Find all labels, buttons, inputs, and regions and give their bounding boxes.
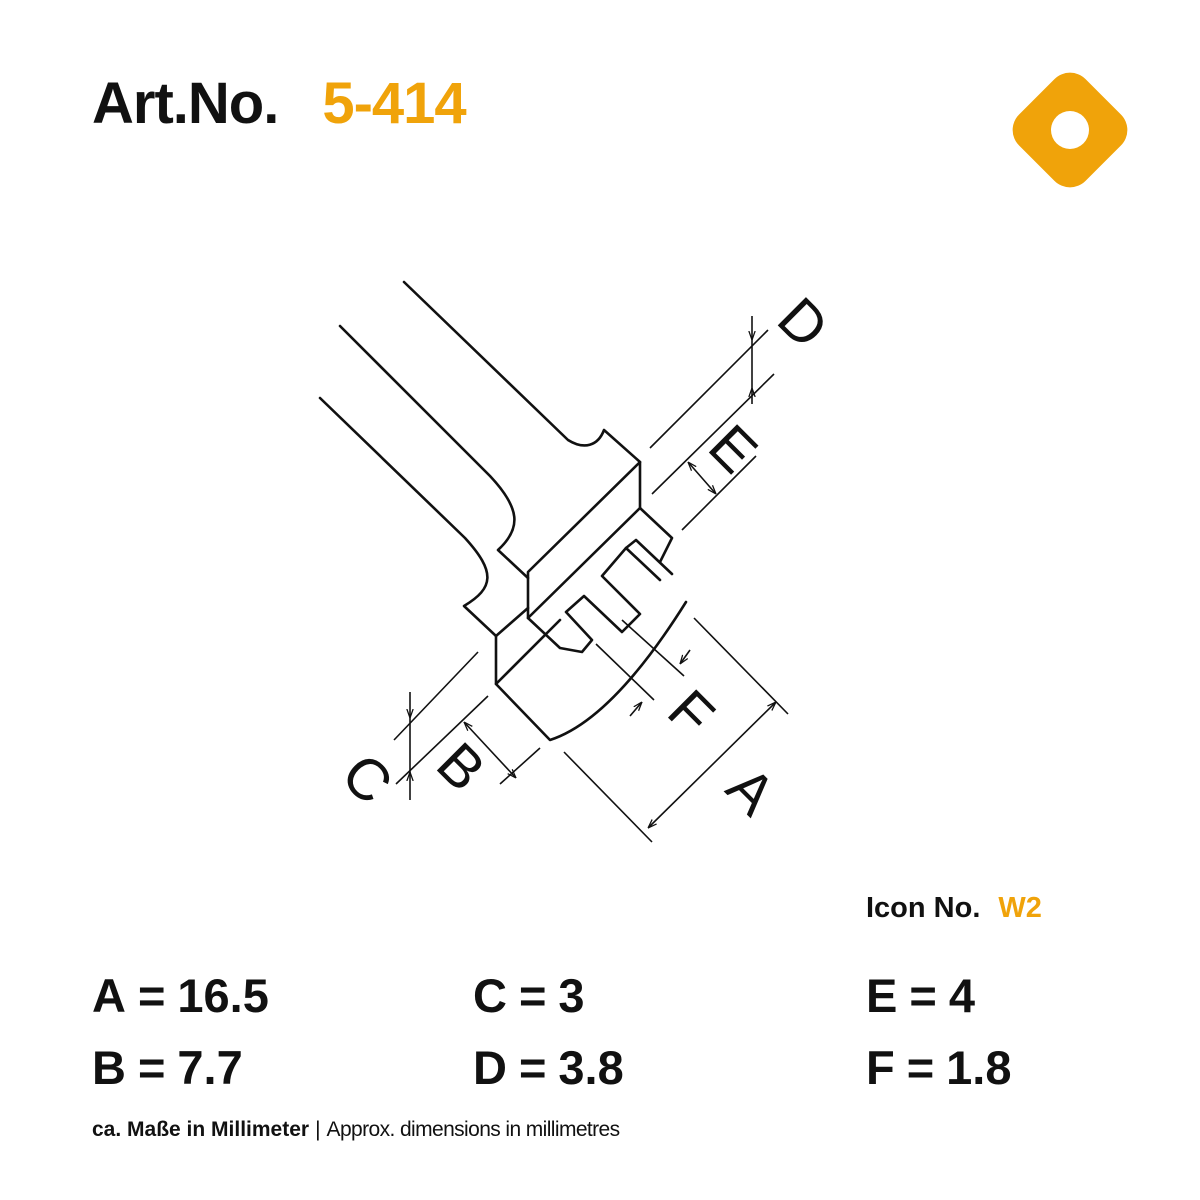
article-number-heading: Art.No. 5-414 <box>92 70 467 137</box>
dimension-table: A=16.5 B=7.7 C=3 D=3.8 E=4 F=1.8 <box>92 968 1092 1108</box>
label-b: B <box>424 730 497 803</box>
units-note-de: ca. Maße in Millimeter <box>92 1118 310 1141</box>
dimension-labels: D E C B F A <box>329 285 841 828</box>
label-c: C <box>329 741 405 817</box>
label-e: E <box>696 412 769 485</box>
dimension-c: C=3 <box>473 969 585 1022</box>
icon-number: Icon No. W2 <box>866 892 1042 925</box>
label-d: D <box>765 285 841 361</box>
icon-no-label: Icon No. <box>866 892 981 924</box>
icon-no-value: W2 <box>998 892 1042 924</box>
dimension-e: E=4 <box>866 969 975 1022</box>
label-a: A <box>714 754 788 828</box>
units-note: ca. Maße in Millimeter|Approx. dimension… <box>92 1118 620 1142</box>
dimension-b: B=7.7 <box>92 1041 243 1094</box>
label-f: F <box>655 678 726 749</box>
dimension-f: F=1.8 <box>866 1041 1012 1094</box>
dimension-lines <box>393 316 789 843</box>
dimension-d: D=3.8 <box>473 1041 624 1094</box>
dimension-a: A=16.5 <box>92 969 269 1022</box>
part-outline <box>318 280 688 742</box>
units-note-separator: | <box>315 1118 321 1141</box>
units-note-en: Approx. dimensions in millimetres <box>326 1118 621 1141</box>
art-number: 5-414 <box>322 71 466 136</box>
diamond-ring-icon <box>1012 72 1128 188</box>
art-label: Art.No. <box>92 71 279 136</box>
